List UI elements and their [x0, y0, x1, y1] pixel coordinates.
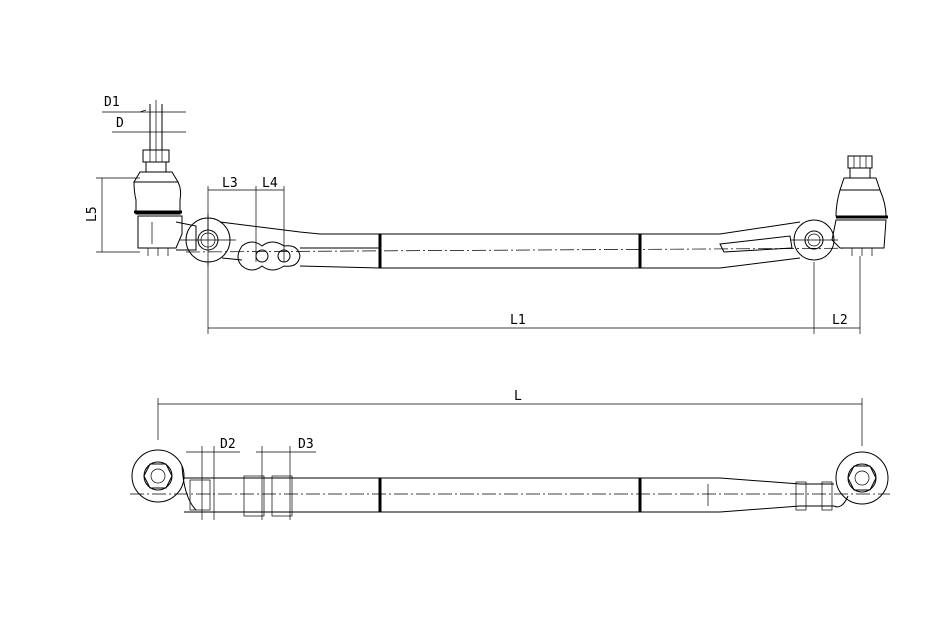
dim-l1-l2: L1 L2 [207, 256, 861, 334]
dim-d2-d3: D2 D3 [186, 437, 316, 453]
left-ball-joint-housing [133, 181, 197, 256]
label-l1: L1 [510, 313, 526, 328]
label-d: D [116, 116, 124, 131]
label-l4: L4 [262, 176, 278, 191]
label-l: L [514, 389, 522, 404]
side-view: D1 D L5 L3 L4 L1 L2 [85, 95, 888, 334]
dim-l3-l4: L3 L4 [207, 176, 285, 262]
label-l5: L5 [85, 206, 100, 222]
dim-l: L [157, 389, 863, 446]
label-l3: L3 [222, 176, 238, 191]
side-centerline [185, 247, 881, 253]
left-eye-end-top [131, 449, 197, 511]
right-section-top [640, 477, 834, 513]
main-tube-top [378, 477, 642, 513]
right-eye-end-top [833, 451, 889, 508]
left-arm-clamp [219, 221, 381, 271]
right-eye [790, 219, 838, 261]
top-view: L D2 D3 [130, 389, 890, 520]
dim-l5: L5 [85, 177, 140, 253]
right-arm [640, 221, 801, 269]
dim-d: D [112, 116, 186, 133]
label-l2: L2 [832, 313, 848, 328]
label-d1: D1 [104, 95, 120, 110]
label-d2: D2 [220, 437, 236, 452]
left-clamp-section [184, 446, 380, 520]
dim-d1: D1 [102, 95, 186, 113]
right-ball-joint [831, 155, 888, 256]
label-d3: D3 [298, 437, 314, 452]
